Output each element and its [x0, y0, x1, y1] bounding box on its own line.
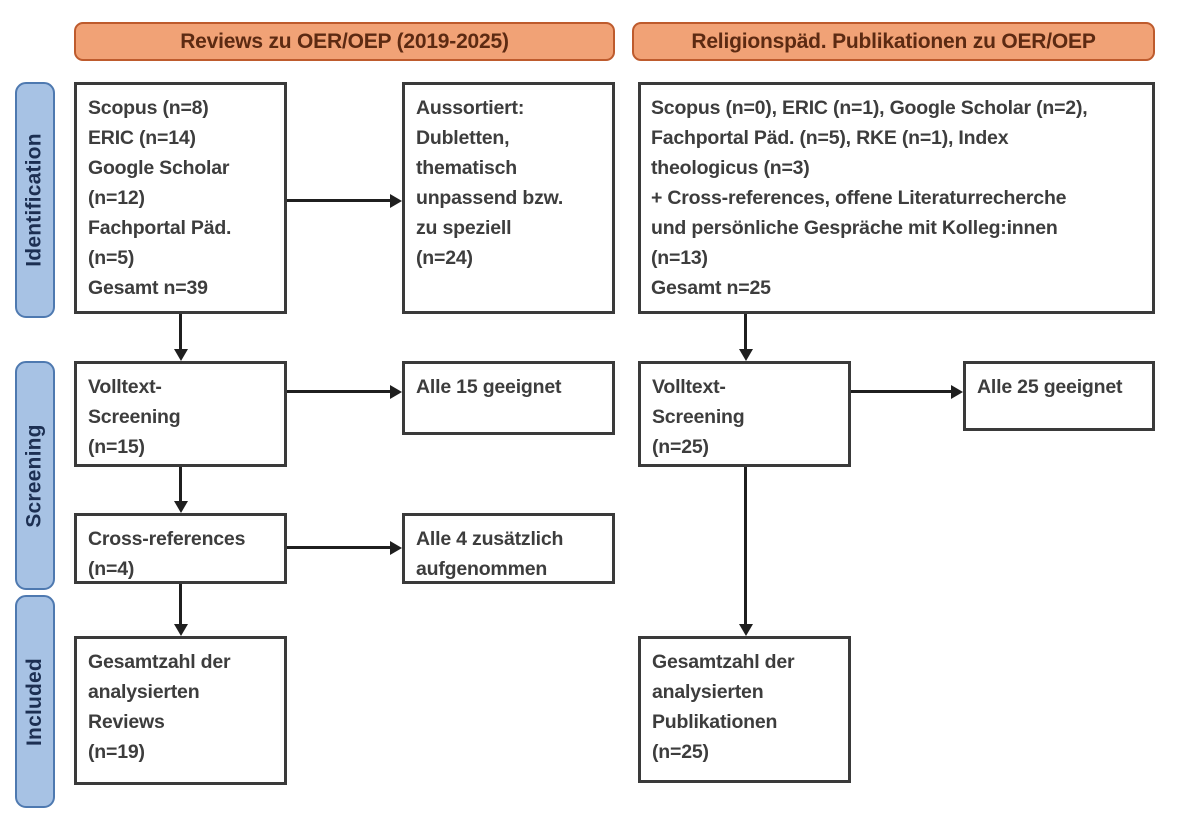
stage-label-screening: Screening	[23, 423, 46, 528]
flow-box-left-crossreferences: Cross-references (n=4)	[74, 513, 287, 584]
arrow-right-fulltext-to-included	[738, 467, 753, 636]
flow-box-right-sources: Scopus (n=0), ERIC (n=1), Google Scholar…	[638, 82, 1155, 314]
flow-box-right-included-total: Gesamtzahl der analysierten Publikatione…	[638, 636, 851, 783]
stage-bar-included: Included	[15, 595, 55, 808]
flow-box-left-crossref-result: Alle 4 zusätzlich aufgenommen	[402, 513, 615, 584]
flow-box-left-sources: Scopus (n=8) ERIC (n=14) Google Scholar …	[74, 82, 287, 314]
stage-bar-screening: Screening	[15, 361, 55, 590]
arrow-right-fulltext-to-result	[851, 384, 963, 399]
arrow-left-crossref-to-result	[287, 540, 402, 555]
column-header-religionspaed-label: Religionspäd. Publikationen zu OER/OEP	[691, 29, 1096, 53]
flow-box-left-excluded: Aussortiert: Dubletten, thematisch unpas…	[402, 82, 615, 314]
arrow-left-crossref-to-included	[173, 584, 188, 636]
stage-bar-identification: Identification	[15, 82, 55, 318]
arrow-left-fulltext-to-crossref	[173, 467, 188, 513]
flow-box-left-fulltext-screening: Volltext- Screening (n=15)	[74, 361, 287, 467]
arrow-left-sources-to-excluded	[287, 193, 402, 208]
flow-box-left-included-total: Gesamtzahl der analysierten Reviews (n=1…	[74, 636, 287, 785]
arrow-left-sources-to-fulltext	[173, 314, 188, 361]
arrow-right-sources-to-fulltext	[738, 314, 753, 361]
flow-box-right-fulltext-screening: Volltext- Screening (n=25)	[638, 361, 851, 467]
flow-box-left-fulltext-result: Alle 15 geeignet	[402, 361, 615, 435]
stage-label-identification: Identification	[23, 133, 46, 267]
flow-box-right-fulltext-result: Alle 25 geeignet	[963, 361, 1155, 431]
column-header-religionspaed: Religionspäd. Publikationen zu OER/OEP	[632, 22, 1155, 61]
column-header-reviews: Reviews zu OER/OEP (2019-2025)	[74, 22, 615, 61]
stage-label-included: Included	[23, 657, 47, 746]
arrow-left-fulltext-to-result	[287, 384, 402, 399]
column-header-reviews-label: Reviews zu OER/OEP (2019-2025)	[180, 29, 509, 53]
